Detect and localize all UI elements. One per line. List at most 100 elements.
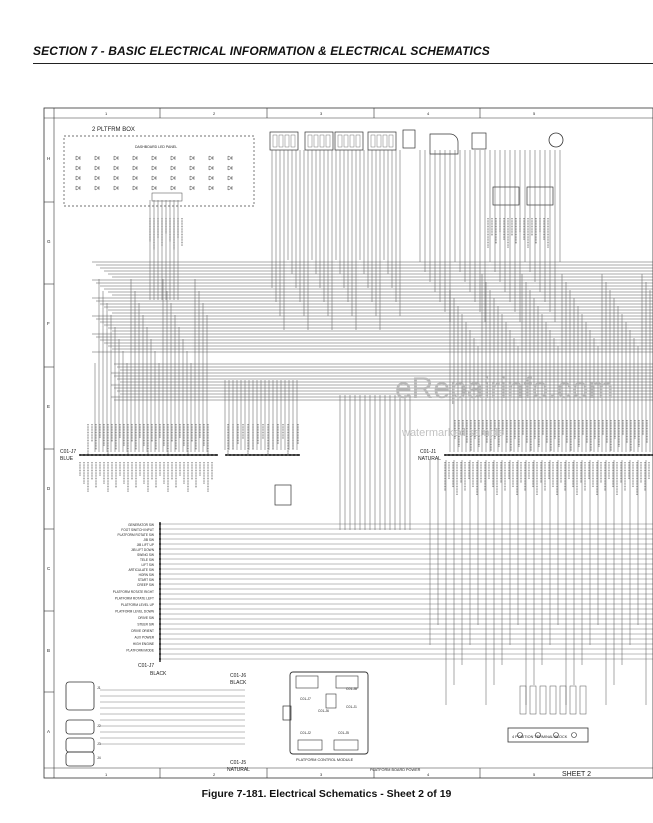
connector-c01-j5-id: C01-J5	[230, 760, 246, 766]
strip-pin	[596, 454, 598, 456]
connector-c01-j6-id: C01-J6	[230, 673, 246, 679]
strip-pin	[115, 454, 117, 456]
led-diode	[208, 165, 214, 171]
harness-connector	[65, 719, 95, 735]
connector-pin	[376, 134, 382, 148]
strip-pin	[159, 553, 161, 555]
switch-label: ARTICULATE SW	[128, 568, 154, 572]
connector-c01-j5-color: NATURAL	[227, 767, 250, 773]
connector-pin	[313, 134, 319, 148]
led-diode	[170, 165, 176, 171]
strip-pin	[628, 454, 630, 456]
led-diode	[132, 175, 138, 181]
switch-label: JIB LIFT DOWN	[131, 548, 155, 552]
strip-pin	[143, 454, 145, 456]
strip-pin	[159, 578, 161, 580]
harness-connector-label: J3	[97, 742, 101, 746]
strip-pin	[83, 454, 85, 456]
sheet-label: SHEET 2	[562, 771, 591, 778]
strip-pin	[564, 454, 566, 456]
strip-pin	[207, 454, 209, 456]
harness-connector	[65, 737, 95, 753]
harness-connector-label: J2	[97, 724, 101, 728]
strip-pin	[452, 454, 454, 456]
strip-pin	[500, 454, 502, 456]
switch-label: TELE SW	[140, 558, 154, 562]
strip-pin	[512, 454, 514, 456]
connector-pin	[278, 134, 284, 148]
module-socket	[335, 675, 359, 689]
grid-row-label: F	[47, 321, 50, 326]
fuse	[549, 685, 557, 715]
strip-pin	[147, 454, 149, 456]
led-diode	[208, 175, 214, 181]
connector-strips	[79, 454, 653, 662]
grid-row-label: D	[47, 486, 51, 491]
strip-pin	[139, 454, 141, 456]
grid-row-label: C	[47, 566, 51, 571]
connector-pin	[307, 134, 313, 148]
grid-column-label: 3	[320, 772, 323, 777]
strip-pin	[91, 454, 93, 456]
led-diode	[94, 155, 100, 161]
harness-connector-label: J4	[97, 756, 101, 760]
strip-pin	[159, 623, 161, 625]
switch-label: DRIVE SW	[138, 616, 154, 620]
connector-pin	[337, 134, 343, 148]
strip-pin	[159, 558, 161, 560]
power-label: PLATFORM BOARD POWER	[370, 768, 421, 772]
switch-label: PLATFORM ROTATE LEFT	[115, 597, 154, 601]
strip-pin	[528, 454, 530, 456]
led-diode	[75, 175, 81, 181]
terminal-label: 4 POSITION TERMINAL BLOCK	[512, 735, 568, 739]
strip-pin	[456, 454, 458, 456]
strip-pin	[225, 454, 227, 456]
module-socket-label: C01-J6	[318, 709, 329, 713]
switch-connector	[304, 131, 334, 151]
strip-pin	[556, 454, 558, 456]
led-diode	[170, 155, 176, 161]
harness-connector-label: J1	[97, 686, 101, 690]
strip-pin	[269, 454, 271, 456]
strip-pin	[159, 613, 161, 615]
strip-pin	[289, 454, 291, 456]
led-diode	[132, 165, 138, 171]
strip-pin	[476, 454, 478, 456]
switch-label: GENERATOR SW	[128, 523, 154, 527]
connector-c01-j7-id: C01-J7	[60, 449, 76, 455]
connector-c01-j1-id: C01-J1	[420, 449, 436, 455]
led-diode	[227, 175, 233, 181]
switch-label: FOOT SWITCH INPUT	[121, 528, 154, 532]
led-diode	[113, 175, 119, 181]
led-diode	[151, 155, 157, 161]
terminal-screw	[535, 732, 541, 738]
strip-pin	[472, 454, 474, 456]
strip-pin	[163, 454, 165, 456]
switch-label: AUX POWER	[135, 636, 155, 640]
strip-pin	[536, 454, 538, 456]
strip-pin	[199, 454, 201, 456]
strip-pin	[604, 454, 606, 456]
led-diode	[113, 165, 119, 171]
strip-pin	[281, 454, 283, 456]
strip-pin	[159, 603, 161, 605]
switch-label: HORN SW	[139, 573, 154, 577]
strip-pin	[131, 454, 133, 456]
switch-label: STEER SW	[137, 623, 154, 627]
switch-label: JIB SW	[143, 538, 154, 542]
connector-pin	[290, 134, 296, 148]
strip-pin	[464, 454, 466, 456]
fuse	[569, 685, 577, 715]
strip-pin	[159, 633, 161, 635]
strip-pin	[524, 454, 526, 456]
switch-label: HIGH ENGINE	[133, 642, 154, 646]
strip-pin	[159, 533, 161, 535]
strip-pin	[552, 454, 554, 456]
switch-label: LIFT SW	[141, 563, 154, 567]
terminal-screw	[517, 732, 523, 738]
terminal-block	[507, 727, 589, 743]
connector-pin	[370, 134, 376, 148]
